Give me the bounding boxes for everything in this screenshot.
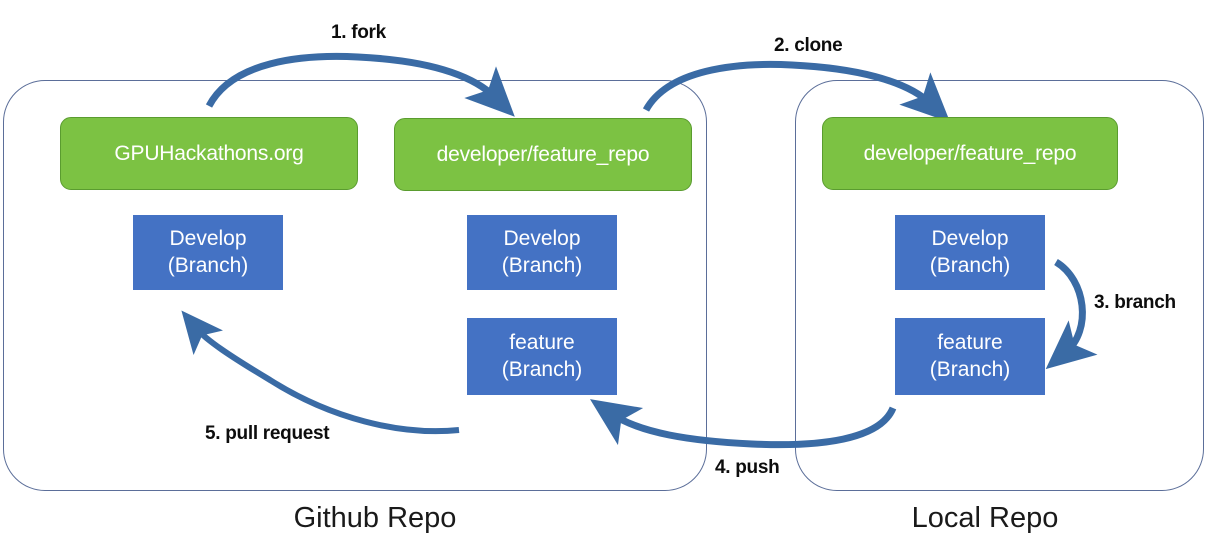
node-fork-develop-branch[interactable]: Develop (Branch): [467, 215, 617, 290]
step-label-fork: 1. fork: [331, 22, 386, 43]
step-label-push: 4. push: [715, 457, 780, 478]
local-repo-container: [795, 80, 1204, 491]
node-local-feature-branch[interactable]: feature (Branch): [895, 318, 1045, 395]
node-local-repo[interactable]: developer/feature_repo: [822, 117, 1118, 190]
node-local-develop-branch-label-2: (Branch): [929, 253, 1011, 277]
node-local-develop-branch[interactable]: Develop (Branch): [895, 215, 1045, 290]
node-upstream-repo-label: GPUHackathons.org: [114, 141, 304, 165]
node-fork-feature-branch-label-1: feature: [509, 331, 575, 355]
node-fork-repo[interactable]: developer/feature_repo: [394, 118, 692, 191]
step-label-pull-request: 5. pull request: [205, 423, 330, 444]
node-local-develop-branch-label-1: Develop: [931, 227, 1009, 251]
node-local-repo-label: developer/feature_repo: [863, 141, 1077, 165]
step-label-clone: 2. clone: [774, 35, 843, 56]
node-github-develop-branch[interactable]: Develop (Branch): [133, 215, 283, 290]
node-fork-feature-branch[interactable]: feature (Branch): [467, 318, 617, 395]
node-fork-develop-branch-label-2: (Branch): [501, 253, 583, 277]
node-fork-feature-branch-label-2: (Branch): [501, 357, 583, 381]
caption-github-repo: Github Repo: [293, 502, 457, 534]
node-fork-repo-label: developer/feature_repo: [436, 142, 650, 166]
node-github-develop-branch-label-2: (Branch): [167, 253, 249, 277]
caption-local-repo: Local Repo: [911, 502, 1059, 534]
node-github-develop-branch-label-1: Develop: [169, 227, 247, 251]
node-local-feature-branch-label-1: feature: [937, 331, 1003, 355]
node-upstream-repo[interactable]: GPUHackathons.org: [60, 117, 358, 190]
node-fork-develop-branch-label-1: Develop: [503, 227, 581, 251]
node-local-feature-branch-label-2: (Branch): [929, 357, 1011, 381]
step-label-branch: 3. branch: [1094, 292, 1176, 313]
